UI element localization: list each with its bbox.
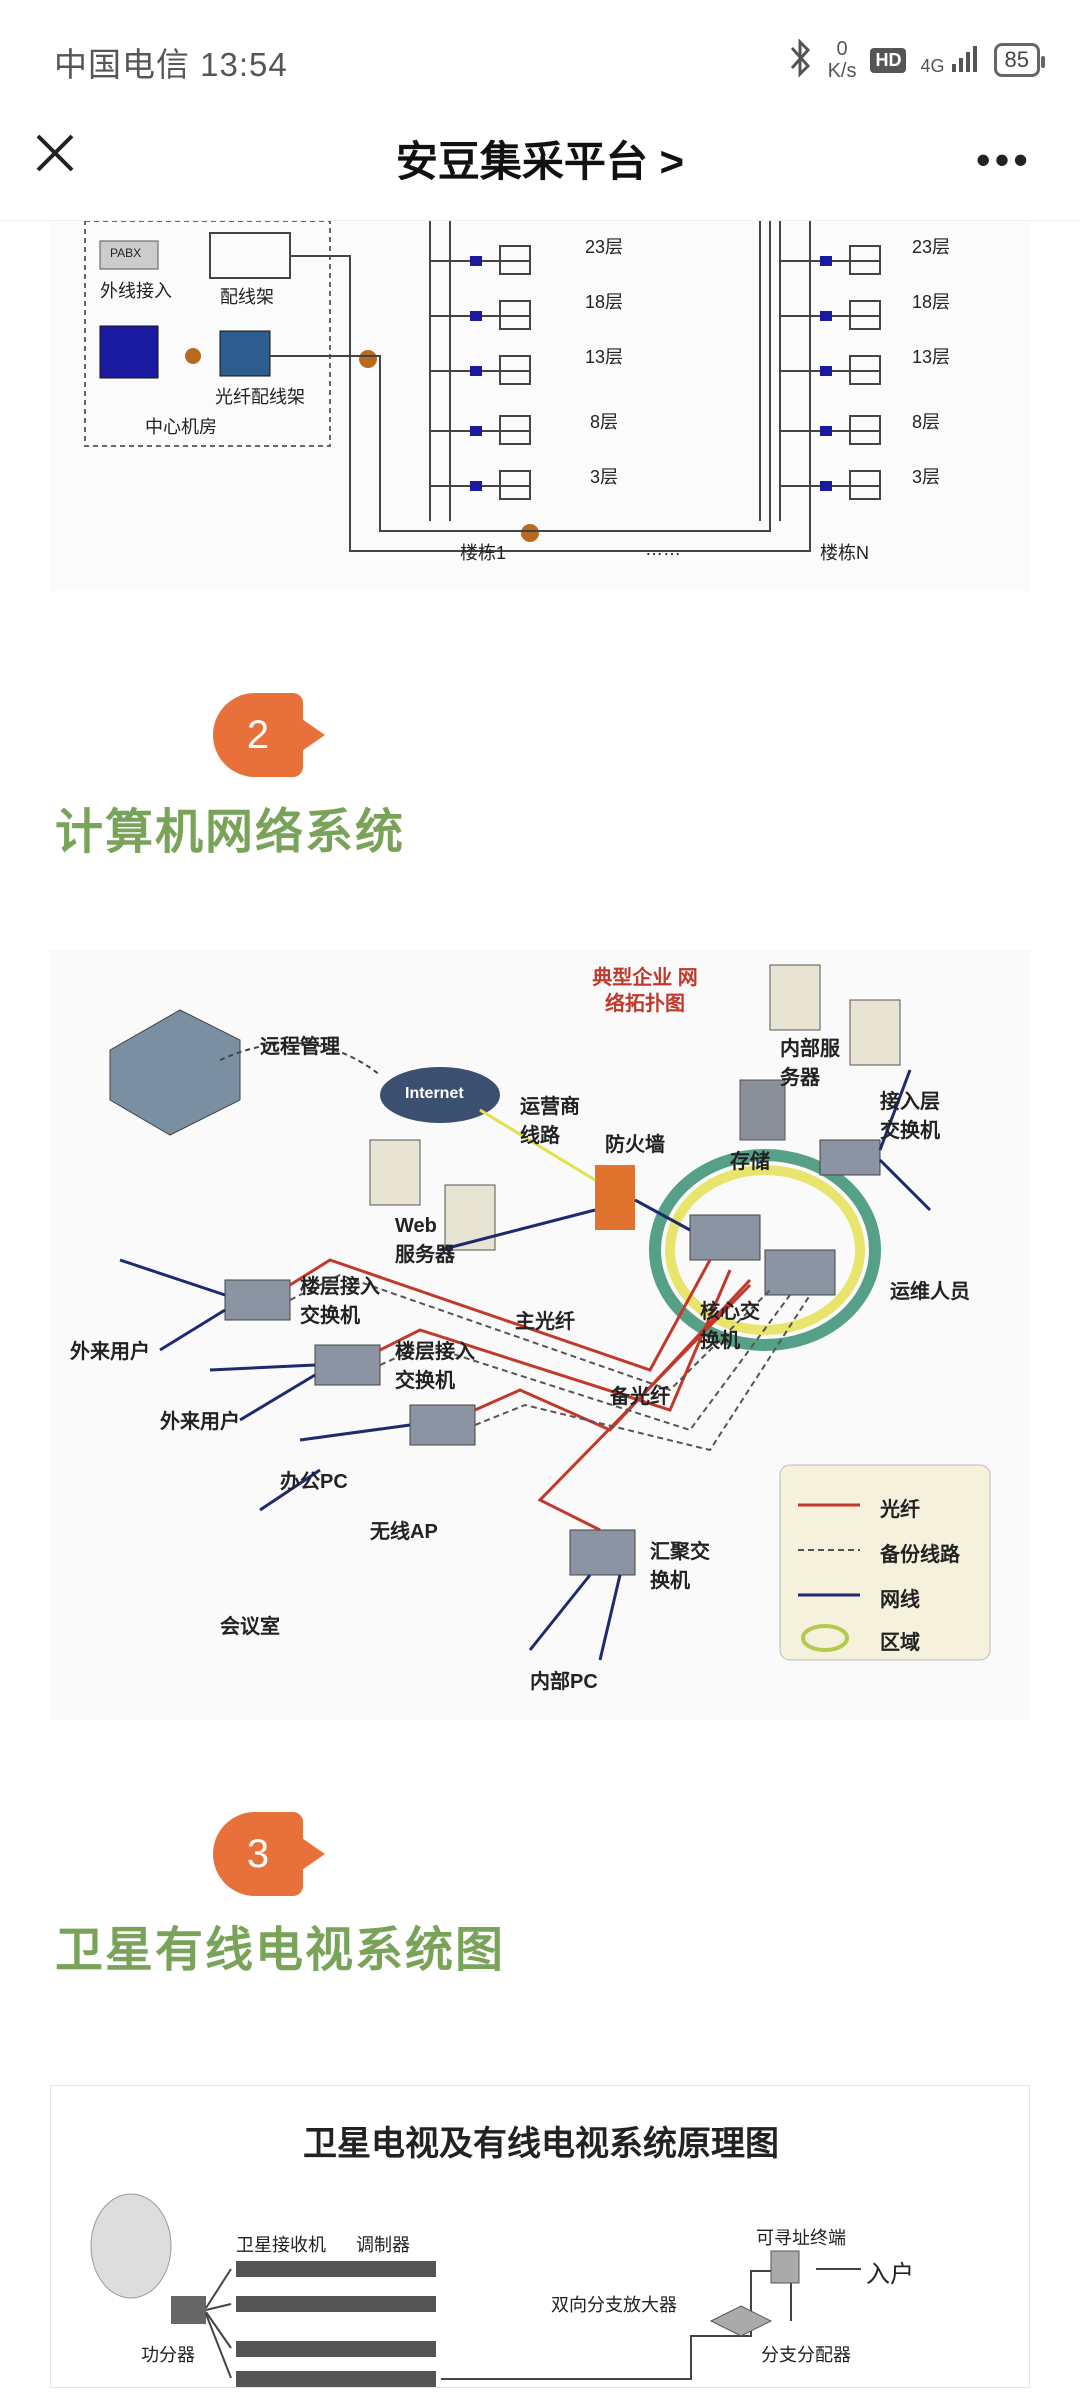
receiver-label: 卫星接收机	[236, 2235, 326, 2255]
floor-switch-label: 楼层接入交换机	[395, 1341, 475, 1392]
backup-fiber-label: 备光纤	[610, 1386, 670, 1408]
floor-label: 18层	[912, 292, 951, 312]
guest-label: 外来用户	[160, 1411, 240, 1433]
floor-label: 3层	[590, 467, 619, 487]
battery-icon: 85	[993, 43, 1046, 77]
wireless-ap-label: 无线AP	[370, 1521, 438, 1543]
floor-label: 13层	[912, 347, 951, 367]
nav-bar	[0, 110, 1080, 221]
access-switch-label: 接入层交换机	[880, 1091, 940, 1142]
home-label: 入户	[866, 2261, 914, 2288]
legend-backup: 备份线路	[880, 1544, 960, 1566]
satellite-tv-diagram: 卫星电视及有线电视系统原理图 卫星接收机 调制器 功分器 双向分支放大器 可寻址…	[50, 2085, 1030, 2388]
network-speed: 0 K/s	[827, 38, 857, 82]
ops-label: 运维人员	[890, 1281, 970, 1303]
cabling-diagram: PABX 外线接入 配线架 光纤配线架 中心机房 23层 18层 13层 8层 …	[50, 220, 1030, 591]
dots-label: ……	[645, 539, 681, 559]
outside-line-label: 外线接入	[100, 281, 172, 301]
floor-switch-label: 楼层接入交换机	[300, 1276, 380, 1327]
network-topology-diagram: 典型企业 网络拓扑图 远程管理 Internet 运营商线路 防火墙 内部服务器…	[50, 950, 1030, 1720]
meeting-room-label: 会议室	[220, 1616, 280, 1638]
buildingN-label: 楼栋N	[820, 543, 869, 563]
satellite-diagram-title: 卫星电视及有线电视系统原理图	[303, 2125, 779, 2163]
internal-server-label: 内部服务器	[780, 1038, 840, 1089]
office-pc-label: 办公PC	[280, 1471, 348, 1493]
page-title[interactable]: 安豆集采平台 >	[395, 138, 685, 185]
status-icons: 0 K/s HD 4G 85	[786, 30, 1046, 90]
distribution-frame-label: 配线架	[220, 287, 274, 307]
floor-label: 13层	[585, 347, 624, 367]
network-topology-lines	[109, 964, 991, 1661]
amp-label: 双向分支放大器	[551, 2295, 677, 2315]
floor-label: 23层	[585, 237, 624, 257]
cabling-diagram-lines	[84, 220, 881, 552]
terminal-label: 可寻址终端	[756, 2228, 846, 2248]
branch-label: 分支分配器	[761, 2345, 851, 2365]
floor-label: 3层	[912, 467, 941, 487]
isp-label: 运营商线路	[520, 1096, 580, 1147]
internal-pc-label: 内部PC	[530, 1671, 598, 1693]
more-icon[interactable]: •••	[975, 136, 1032, 183]
legend-fiber: 光纤	[880, 1499, 920, 1521]
remote-label: 远程管理	[260, 1036, 340, 1058]
section-number-badge: 2	[213, 693, 325, 777]
section-title: 卫星有线电视系统图	[55, 1924, 506, 1977]
firewall-label: 防火墙	[605, 1134, 665, 1156]
main-fiber-label: 主光纤	[515, 1311, 575, 1333]
fiber-frame-label: 光纤配线架	[215, 387, 305, 407]
legend-zone: 区域	[880, 1632, 920, 1654]
guest-label: 外来用户	[70, 1341, 150, 1363]
building1-label: 楼栋1	[460, 543, 507, 563]
signal-icon: 4G	[920, 44, 979, 77]
close-icon[interactable]	[30, 128, 80, 178]
agg-switch-label: 汇聚交换机	[650, 1541, 710, 1592]
web-server-label: Web服务器	[395, 1215, 455, 1266]
section-title: 计算机网络系统	[55, 806, 406, 859]
splitter-label: 功分器	[141, 2345, 195, 2365]
floor-label: 23层	[912, 237, 951, 257]
floor-label: 8层	[590, 412, 619, 432]
core-switch-label: 核心交换机	[700, 1301, 760, 1352]
section-number-badge: 3	[213, 1812, 325, 1896]
carrier-time: 中国电信 13:54	[54, 46, 288, 83]
floor-label: 18层	[585, 292, 624, 312]
internet-label: Internet	[405, 1085, 464, 1102]
hd-icon: HD	[870, 47, 907, 73]
center-room-label: 中心机房	[145, 417, 217, 437]
topology-heading: 典型企业 网络拓扑图	[592, 967, 698, 1015]
satellite-tv-lines	[90, 2193, 861, 2387]
pabx-label: PABX	[110, 246, 142, 260]
storage-label: 存储	[730, 1151, 770, 1173]
modulator-label: 调制器	[356, 2235, 410, 2255]
bluetooth-icon	[786, 37, 814, 83]
legend-cable: 网线	[880, 1589, 920, 1611]
floor-label: 8层	[912, 412, 941, 432]
